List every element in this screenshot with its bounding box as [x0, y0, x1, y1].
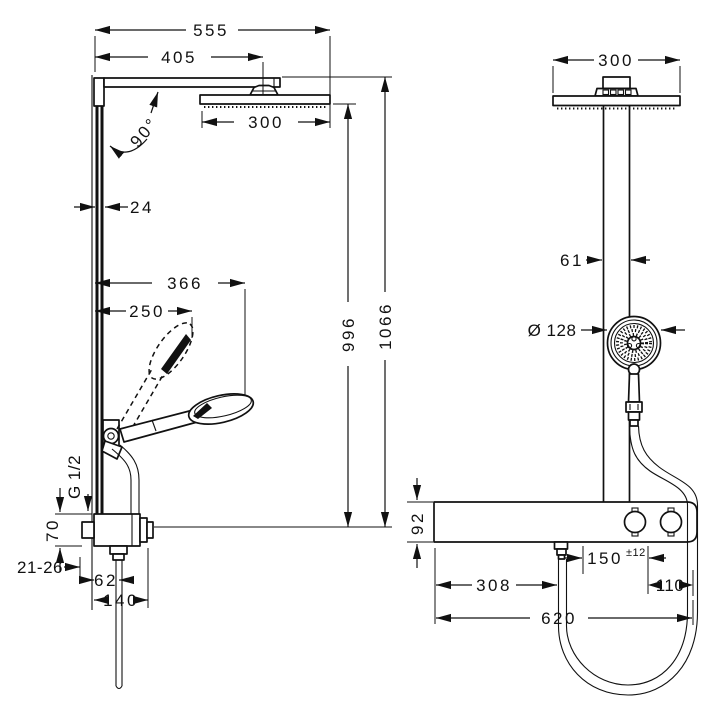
- temp-knob: [623, 507, 647, 537]
- shower-arm: [103, 77, 281, 88]
- svg-text:405: 405: [161, 48, 197, 67]
- dim-overall-height: 1066: [154, 76, 395, 528]
- dim-overhead-width-side: 300: [201, 111, 330, 132]
- hose-loop: [557, 425, 699, 696]
- thermostat-side: [81, 513, 154, 690]
- svg-text:140: 140: [103, 591, 139, 610]
- hose-connector: [109, 545, 128, 555]
- svg-text:250: 250: [129, 302, 165, 321]
- dim-handshower-diameter: Ø 128: [528, 321, 685, 340]
- outlet-nub: [553, 541, 569, 560]
- ceiling-mount: [594, 76, 639, 97]
- svg-text:61: 61: [560, 251, 584, 270]
- svg-text:620: 620: [541, 609, 577, 628]
- dim-knob-offset: 110: [648, 570, 694, 596]
- dim-outlet-offset: 308: [434, 548, 557, 624]
- dim-arm-reach: 405: [95, 48, 264, 94]
- svg-text:62: 62: [94, 571, 118, 590]
- svg-text:92: 92: [408, 511, 427, 535]
- front-view: 300 61 Ø 128 92 150 ±12: [407, 51, 699, 696]
- dim-overall-depth: 140: [94, 548, 149, 610]
- dim-column-depth: 24: [74, 198, 154, 217]
- svg-text:366: 366: [167, 274, 203, 293]
- svg-text:150: 150: [587, 549, 623, 568]
- knob-side: [139, 517, 148, 543]
- svg-text:555: 555: [193, 21, 229, 40]
- shower-column-side: [95, 104, 104, 514]
- svg-text:300: 300: [248, 113, 284, 132]
- svg-text:308: 308: [476, 576, 512, 595]
- overhead-shower-side: [199, 94, 331, 108]
- hand-shower-solid: [119, 393, 255, 443]
- svg-text:996: 996: [339, 316, 358, 352]
- dim-height-to-overhead: 996: [333, 103, 358, 527]
- dim-valve-height: 70: [43, 488, 92, 572]
- handshower-handle-front: [627, 373, 641, 403]
- dim-shelf-height: 92: [407, 478, 433, 568]
- svg-text:21-26: 21-26: [17, 558, 63, 577]
- svg-text:±12: ±12: [626, 547, 646, 559]
- svg-text:24: 24: [130, 198, 154, 217]
- dim-column-width: 61: [560, 251, 650, 270]
- overhead-mount-side: [249, 84, 279, 96]
- dim-supply-spacing: 150 ±12: [565, 546, 666, 594]
- dim-shelf-width: 620: [436, 600, 694, 628]
- svg-text:110: 110: [656, 576, 685, 595]
- shower-hose-side: [101, 440, 140, 514]
- volume-knob: [659, 507, 683, 537]
- svg-text:G 1/2: G 1/2: [65, 455, 84, 499]
- wall-supply-nub: [81, 521, 95, 539]
- overhead-shower-front: [552, 95, 681, 110]
- dim-handshower-reach-folded: 250: [95, 302, 193, 338]
- svg-text:300: 300: [598, 51, 634, 70]
- side-view: 90°: [17, 21, 395, 690]
- svg-text:Ø 128: Ø 128: [528, 321, 577, 340]
- dim-hose-offset: 62: [79, 571, 134, 590]
- dim-handshower-reach: 366: [95, 274, 246, 396]
- wall-bracket: [93, 77, 105, 107]
- dim-thread: G 1/2: [65, 455, 93, 511]
- dim-arm-angle: 90°: [109, 91, 162, 159]
- dim-overhead-width-front: 300: [552, 51, 681, 93]
- svg-text:1066: 1066: [376, 302, 395, 350]
- dim-wall-distance: 21-26: [17, 557, 81, 577]
- hand-shower-front: [606, 315, 662, 427]
- shower-shelf: [433, 501, 698, 560]
- angle-label: 90°: [126, 113, 162, 151]
- svg-text:70: 70: [43, 518, 62, 542]
- shower-column-front: [602, 105, 631, 502]
- dim-overall-width: 555: [94, 21, 331, 128]
